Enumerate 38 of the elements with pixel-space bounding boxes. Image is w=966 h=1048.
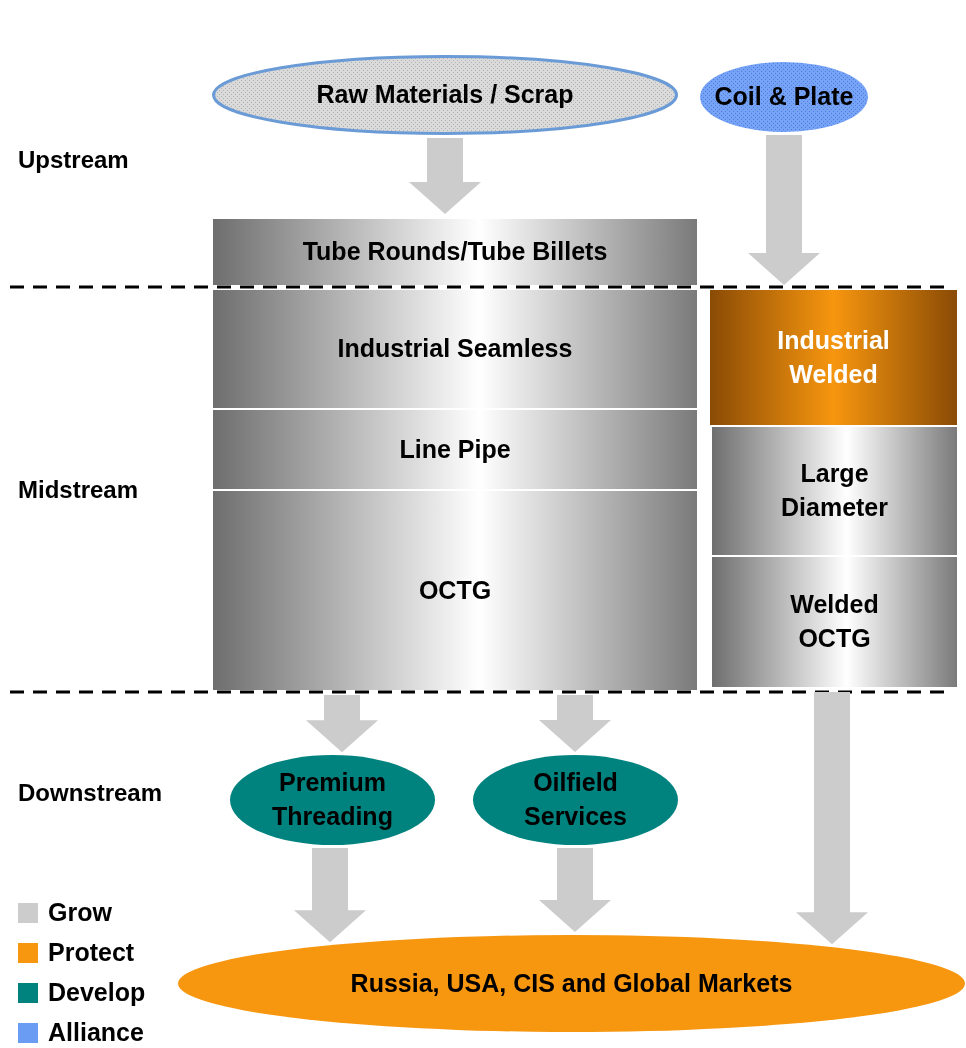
block-arrow bbox=[539, 695, 611, 752]
raw-material-ellipse bbox=[212, 55, 678, 135]
product-box bbox=[213, 410, 697, 489]
stage-label: Upstream bbox=[18, 146, 129, 174]
legend-label: Grow bbox=[48, 898, 112, 927]
product-box bbox=[213, 219, 697, 285]
block-arrow bbox=[748, 135, 820, 285]
block-arrow bbox=[539, 848, 611, 932]
stage-label: Downstream bbox=[18, 779, 163, 807]
node-label: Welded OCTG bbox=[789, 589, 880, 654]
product-box bbox=[712, 427, 957, 555]
protect-box bbox=[710, 290, 957, 425]
develop-ellipse bbox=[473, 755, 678, 845]
node-label: Coil & Plate bbox=[714, 81, 854, 113]
stage-label: Midstream bbox=[18, 476, 139, 504]
legend-label: Alliance bbox=[48, 1018, 144, 1047]
node-label: Large Diameter bbox=[780, 458, 889, 523]
node-label: Raw Materials / Scrap bbox=[316, 79, 574, 111]
legend-label: Develop bbox=[48, 978, 146, 1007]
node-label: OCTG bbox=[418, 574, 492, 606]
node-label: Russia, USA, CIS and Global Markets bbox=[350, 967, 793, 999]
block-arrow bbox=[796, 692, 868, 945]
node-label: Line Pipe bbox=[399, 433, 511, 465]
block-arrow bbox=[409, 138, 481, 214]
product-box bbox=[712, 557, 957, 687]
node-label: Tube Rounds/Tube Billets bbox=[302, 236, 608, 268]
product-box bbox=[213, 290, 697, 408]
node-label: Industrial Seamless bbox=[337, 333, 573, 365]
node-label: Oilfield Services bbox=[523, 767, 628, 832]
block-arrow bbox=[306, 695, 378, 753]
market-ellipse bbox=[178, 935, 965, 1032]
product-box bbox=[213, 491, 697, 690]
develop-ellipse bbox=[230, 755, 435, 845]
node-label: Premium Threading bbox=[271, 767, 394, 832]
block-arrow bbox=[294, 848, 366, 943]
legend-label: Protect bbox=[48, 938, 135, 967]
alliance-ellipse bbox=[700, 62, 868, 132]
node-label: Industrial Welded bbox=[776, 324, 891, 390]
